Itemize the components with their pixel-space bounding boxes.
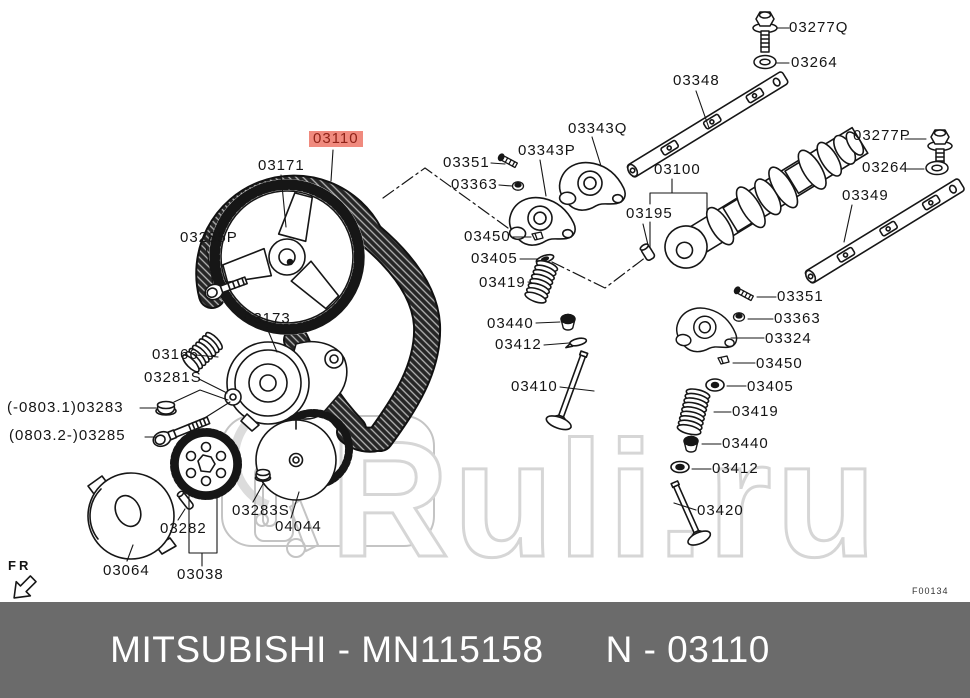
- fr-direction-arrow: [13, 575, 37, 599]
- part-label-03363[interactable]: 03363: [451, 176, 498, 193]
- sprocket-bolt: [204, 276, 248, 301]
- intake-valve[interactable]: [545, 348, 597, 433]
- part-label-03343q[interactable]: 03343Q: [568, 120, 628, 137]
- part-label-03405[interactable]: 03405: [747, 378, 794, 395]
- part-label-03351[interactable]: 03351: [443, 154, 490, 171]
- part-label-03285p[interactable]: 03285P: [180, 229, 238, 246]
- tensioner-spring: [181, 331, 223, 373]
- valve-small-parts-exhaust: [670, 285, 755, 474]
- watermark-logo: Ruli.ru: [221, 403, 880, 593]
- sensor-blade[interactable]: [87, 472, 177, 560]
- part-label-03363[interactable]: 03363: [774, 310, 821, 327]
- part-label-03282[interactable]: 03282: [160, 520, 207, 537]
- part-label-03277p[interactable]: 03277P: [853, 127, 911, 144]
- part-label-03450[interactable]: 03450: [756, 355, 803, 372]
- part-label-03100[interactable]: 03100: [654, 161, 701, 178]
- part-label-03412[interactable]: 03412: [712, 460, 759, 477]
- part-label-03412[interactable]: 03412: [495, 336, 542, 353]
- oil-pump-sprocket[interactable]: [170, 428, 242, 500]
- part-label-03419[interactable]: 03419: [479, 274, 526, 291]
- footer-group-number: N - 03110: [605, 629, 770, 670]
- part-label-03264[interactable]: 03264: [862, 159, 909, 176]
- part-label-03419[interactable]: 03419: [732, 403, 779, 420]
- part-label-0803103283[interactable]: (-0803.1)03283: [7, 399, 124, 416]
- part-label-03343p[interactable]: 03343P: [518, 142, 576, 159]
- sprocket-nut: [254, 468, 272, 483]
- phantom-lines: [382, 167, 647, 289]
- part-label-04044[interactable]: 04044: [275, 518, 322, 535]
- fr-label: FR: [8, 558, 32, 573]
- rocker-shaft-exhaust[interactable]: [803, 178, 965, 285]
- part-label-03420[interactable]: 03420: [697, 502, 744, 519]
- part-label-03064[interactable]: 03064: [103, 562, 150, 579]
- part-label-03173[interactable]: 03173: [244, 310, 291, 327]
- crankshaft-sprocket[interactable]: [255, 409, 353, 501]
- camshaft[interactable]: [656, 121, 872, 278]
- part-label-03349[interactable]: 03349: [842, 187, 889, 204]
- tensioner-washer: [224, 388, 242, 406]
- part-label-03324[interactable]: 03324: [765, 330, 812, 347]
- figure-code: F00134: [912, 586, 949, 596]
- part-label-03440[interactable]: 03440: [722, 435, 769, 452]
- part-label-03351[interactable]: 03351: [777, 288, 824, 305]
- footer-bar: MITSUBISHI - MN115158 N - 03110: [0, 602, 970, 698]
- part-label-03348[interactable]: 03348: [673, 72, 720, 89]
- part-label-03171[interactable]: 03171: [258, 157, 305, 174]
- tensioner-bolt-long: [152, 416, 211, 448]
- leader-lines: [126, 27, 927, 567]
- footer-brand-part: MITSUBISHI - MN115158: [110, 629, 544, 670]
- belt-tensioner[interactable]: [226, 340, 348, 432]
- part-label-03264[interactable]: 03264: [791, 54, 838, 71]
- part-label-03166[interactable]: 03166: [152, 346, 199, 363]
- part-label-0803203285[interactable]: (0803.2-)03285: [9, 427, 126, 444]
- watermark-text: Ruli.ru: [330, 407, 880, 591]
- part-label-03277q[interactable]: 03277Q: [789, 19, 849, 36]
- tensioner-nut: [155, 400, 177, 416]
- part-label-03440[interactable]: 03440: [487, 315, 534, 332]
- part-label-03281s[interactable]: 03281S: [144, 369, 202, 386]
- valve-small-parts-intake: [496, 152, 588, 349]
- part-label-03405[interactable]: 03405: [471, 250, 518, 267]
- part-label-03038[interactable]: 03038: [177, 566, 224, 583]
- camshaft-sprocket[interactable]: [209, 179, 365, 335]
- part-label-03110[interactable]: 03110: [309, 131, 363, 147]
- part-label-03195[interactable]: 03195: [626, 205, 673, 222]
- part-label-03450[interactable]: 03450: [464, 228, 511, 245]
- part-label-03410[interactable]: 03410: [511, 378, 558, 395]
- part-label-03283s[interactable]: 03283S: [232, 502, 290, 519]
